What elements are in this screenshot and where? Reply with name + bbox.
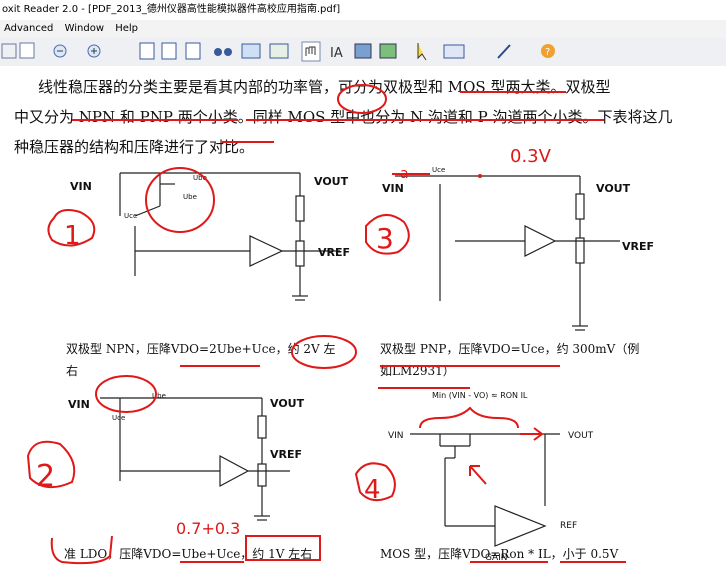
zoom-in-icon[interactable] xyxy=(87,44,101,58)
note-2: 2 xyxy=(36,459,55,494)
circle-note-4 xyxy=(354,462,396,502)
pdf-page: 线性稳压器的分类主要是看其内部的功率管，可分为双极型和 MOS 型两大类。双极型… xyxy=(0,66,726,574)
brace-mos xyxy=(419,406,519,429)
circle-note-3 xyxy=(365,214,410,255)
svg-text:?: ? xyxy=(545,47,550,58)
circle-darlington xyxy=(145,167,215,233)
d4-vout: VOUT xyxy=(568,431,594,441)
menu-help[interactable]: Help xyxy=(115,23,139,34)
note-icon[interactable] xyxy=(443,44,465,59)
dot-pnp xyxy=(478,174,482,178)
circle-power-transistor xyxy=(337,84,387,114)
pen-icon[interactable] xyxy=(497,44,511,59)
image-icon[interactable] xyxy=(379,43,397,59)
svg-text:IA: IA xyxy=(330,46,343,61)
box-quasi-ldo xyxy=(50,535,113,565)
d1-vout: VOUT xyxy=(314,175,349,188)
para-line-3: 种稳压器的结构和压降进行了对比。 xyxy=(14,138,255,156)
diagram-quasi-ldo xyxy=(100,397,290,521)
caption-pnp-line2: 如LM2931） xyxy=(380,364,455,378)
help-icon[interactable]: ? xyxy=(541,44,555,58)
caption-mos: MOS 型，压降VDO=Ron * IL，小于 0.5V xyxy=(380,547,619,561)
d2-uce: Uce xyxy=(112,414,125,422)
d4-vin: VIN xyxy=(388,431,404,441)
handwritten-annotations xyxy=(26,84,626,565)
diagram-mos xyxy=(410,433,560,547)
page-icon[interactable] xyxy=(19,42,35,59)
page-view2-icon[interactable] xyxy=(161,42,177,60)
caption-npn-line1: 双极型 NPN，压降VDO=2Ube+Uce，约 2V 左 xyxy=(66,342,336,356)
d4-gain: GAIN xyxy=(485,553,508,563)
circle-2v xyxy=(291,335,357,369)
d3-vout: VOUT xyxy=(596,182,631,195)
circle-note-1 xyxy=(47,209,96,247)
page-view-icon[interactable] xyxy=(139,42,155,60)
note-4: 4 xyxy=(364,475,381,505)
d3-vin: VIN xyxy=(382,182,404,195)
menu-advanced[interactable]: Advanced xyxy=(4,23,54,34)
box-1v xyxy=(245,535,321,561)
d4-ref: REF xyxy=(560,521,577,531)
d2-vin: VIN xyxy=(68,398,90,411)
caption-pnp-line1: 双极型 PNP，压降VDO=Uce，约 300mV（例 xyxy=(380,342,640,356)
caption-quasi-ldo: 准 LDO，压降VDO=Ube+Uce，约 1V 左右 xyxy=(64,547,313,561)
window-title-bar: oxit Reader 2.0 - [PDF_2013_德州仪器高性能模拟器件高… xyxy=(0,0,726,21)
binoculars-icon[interactable] xyxy=(214,48,232,56)
para-line-2: 中又分为 NPN 和 PNP 两个小类。同样 MOS 型中也分为 N 沟道和 P… xyxy=(14,108,673,126)
d4-formula: Min (VIN - VO) ≈ RON IL xyxy=(432,391,528,400)
caption-npn-line2: 右 xyxy=(66,364,79,378)
circle-quasi-top xyxy=(95,375,157,413)
d1-ube1: Ube xyxy=(193,174,207,182)
menu-bar: Advanced Window Help xyxy=(0,20,726,38)
d2-vout: VOUT xyxy=(270,397,305,410)
d2-ube: Ube xyxy=(152,392,166,400)
hand-icon[interactable] xyxy=(301,41,321,62)
circuit-diagrams: VIN VOUT VREF Ube Ube Uce VIN VOUT VREF … xyxy=(26,84,654,565)
note-03v: 0.3V xyxy=(510,146,552,167)
note-a: a xyxy=(400,166,409,182)
snapshot-icon[interactable] xyxy=(354,43,372,59)
d1-uce: Uce xyxy=(124,212,137,220)
window-title: oxit Reader 2.0 - [PDF_2013_德州仪器高性能模拟器件高… xyxy=(2,4,341,15)
circle-note-2 xyxy=(26,440,76,489)
d3-uce: Uce xyxy=(432,166,445,174)
caption-pnp: 双极型 PNP，压降VDO=Uce，约 300mV（例 如LM2931） xyxy=(380,338,639,382)
select-text-icon[interactable]: IA xyxy=(330,46,343,61)
note-07: 0.7+0.3 xyxy=(176,519,240,538)
note-3: 3 xyxy=(376,222,394,255)
d1-vref: VREF xyxy=(318,246,350,259)
chart-icon[interactable] xyxy=(269,43,289,59)
d3-vref: VREF xyxy=(622,240,654,253)
toolbar: IA ? xyxy=(0,38,726,67)
d1-vin: VIN xyxy=(70,180,92,193)
zoom-out-icon[interactable] xyxy=(53,44,67,58)
page-view3-icon[interactable] xyxy=(185,42,201,60)
arrow-mos xyxy=(520,427,544,441)
note-1: 1 xyxy=(64,221,81,251)
d2-vref: VREF xyxy=(270,448,302,461)
menu-window[interactable]: Window xyxy=(64,23,105,34)
arrow-icon[interactable] xyxy=(417,43,427,61)
diagram-pnp xyxy=(395,175,620,331)
arrow-note-4 xyxy=(469,465,487,485)
toolbar-icons: IA ? xyxy=(1,41,555,62)
rotate-icon[interactable] xyxy=(1,43,17,59)
table-icon[interactable] xyxy=(241,43,261,59)
diagram-npn xyxy=(119,172,340,301)
caption-npn: 双极型 NPN，压降VDO=2Ube+Uce，约 2V 左 右 xyxy=(66,338,336,382)
d1-ube2: Ube xyxy=(183,193,197,201)
